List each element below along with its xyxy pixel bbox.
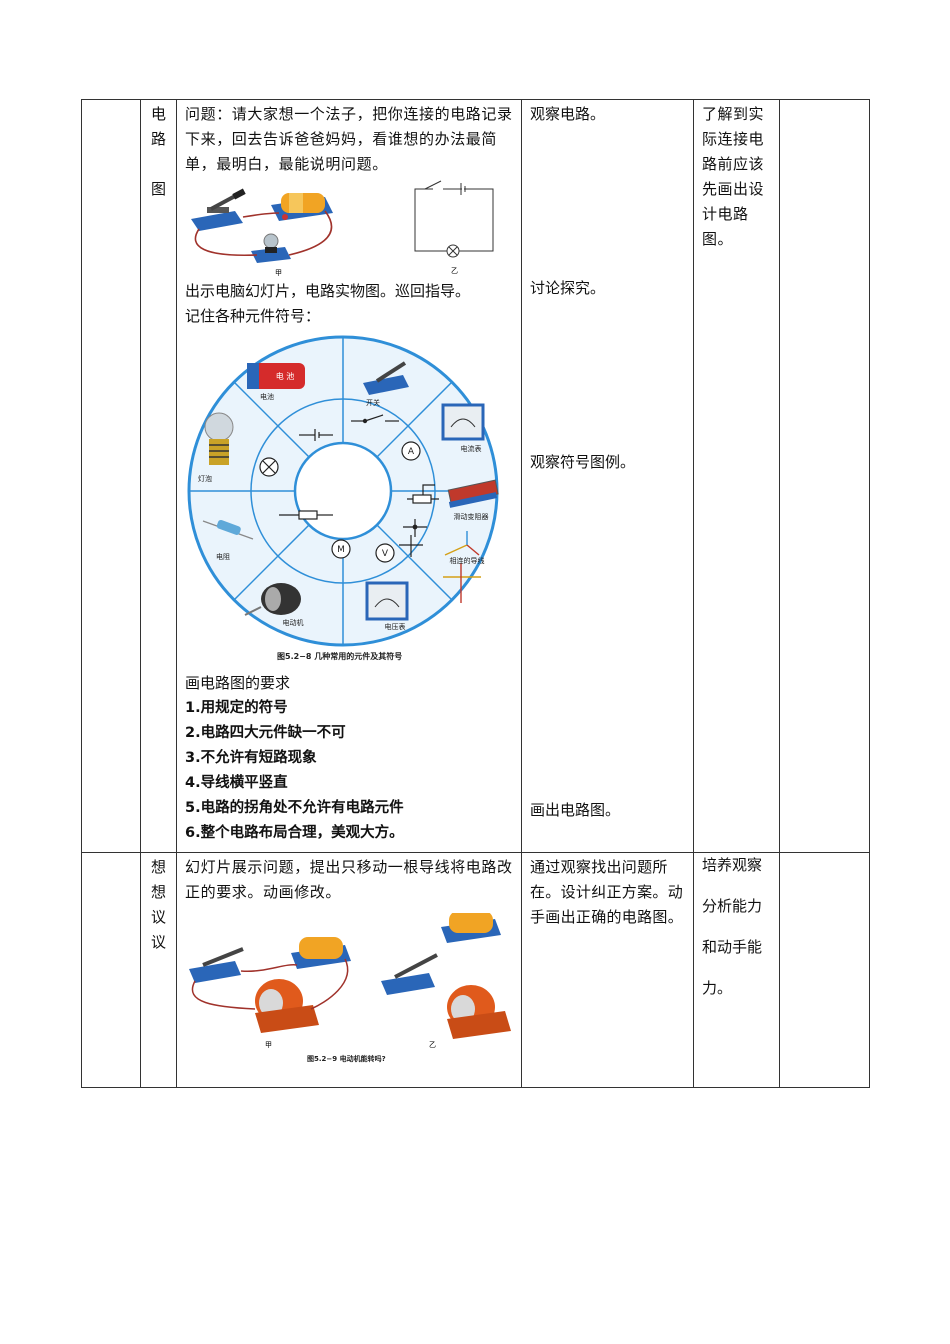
empty-cell-left <box>81 99 141 853</box>
figure-jia: 甲 <box>189 937 351 1049</box>
purpose: 了解到实际连接电路前应该先画出设计电路图。 <box>693 99 780 853</box>
battery-image <box>271 193 333 221</box>
label-joined-wires: 相连的导线 <box>450 556 485 565</box>
student-discuss: 讨论探究。 <box>530 279 606 297</box>
label-bulb: 灯泡 <box>198 474 212 483</box>
para2-line2: 记住各种元件符号： <box>185 307 321 325</box>
motor-figure-caption: 图5.2−9 电动机能转吗? <box>307 1054 386 1063</box>
requirement-5: 5.电路的拐角处不允许有电路元件 <box>185 800 404 816</box>
component-symbol-wheel: A V M 电 池 <box>187 335 499 661</box>
svg-text:M: M <box>337 545 345 555</box>
label-rheostat: 滑动变阻器 <box>454 512 489 521</box>
student-activity-2: 通过观察找出问题所在。设计纠正方案。动手画出正确的电路图。 <box>521 852 694 1088</box>
bulb-image <box>251 233 291 263</box>
label-motor: 电动机 <box>283 618 304 627</box>
label-voltmeter: 电压表 <box>385 622 406 631</box>
student-observe: 观察电路。 <box>530 105 606 123</box>
svg-text:A: A <box>408 447 415 457</box>
student-symbols: 观察符号图例。 <box>530 453 636 471</box>
section-label: 电 路 图 <box>140 99 177 853</box>
requirement-2: 2.电路四大元件缺一不可 <box>185 725 346 741</box>
label-battery: 电池 <box>260 392 274 401</box>
circuit-figure: 甲 乙 <box>191 180 494 277</box>
svg-text:乙: 乙 <box>429 1041 436 1049</box>
motor-circuit-figure: 甲 乙 图5.2−9 电动机能转吗? <box>189 913 511 1063</box>
slide-question: 幻灯片展示问题，提出只移动一根导线将电路改正的要求。动画修改。 <box>185 858 513 901</box>
section-label-2: 想 想 议 议 <box>140 852 177 1088</box>
empty-cell-left-2 <box>81 852 141 1088</box>
student-draw: 画出电路图。 <box>530 801 621 819</box>
svg-text:V: V <box>382 549 389 559</box>
empty-cell-right-2 <box>779 852 870 1088</box>
teacher-activity: 问题：请大家想一个法子，把你连接的电路记录下来，回去告诉爸爸妈妈，看谁想的办法最… <box>176 99 522 853</box>
label-ammeter: 电流表 <box>461 444 482 453</box>
student-activity: 观察电路。 讨论探究。 观察符号图例。 画出电路图。 <box>521 99 694 853</box>
teacher-activity-2: 幻灯片展示问题，提出只移动一根导线将电路改正的要求。动画修改。 <box>176 852 522 1088</box>
empty-cell-right <box>779 99 870 853</box>
purpose-2: 培养观察 分析能力 和动手能 力。 <box>693 852 780 1088</box>
requirement-6: 6.整个电路布局合理，美观大方。 <box>185 825 404 841</box>
figure-yi: 乙 <box>381 913 511 1049</box>
row-circuit-diagram: 电 路 图 问题：请大家想一个法子，把你连接的电路记录下来，回去告诉爸爸妈妈，看… <box>81 99 870 853</box>
fig-label-jia: 甲 <box>275 269 282 277</box>
label-switch: 开关 <box>366 398 380 407</box>
para2-line1: 出示电脑幻灯片，电路实物图。巡回指导。 <box>185 282 471 300</box>
requirement-1: 1.用规定的符号 <box>185 700 288 716</box>
intro-text: 问题：请大家想一个法子，把你连接的电路记录下来，回去告诉爸爸妈妈，看谁想的办法最… <box>185 105 513 173</box>
requirements-title: 画电路图的要求 <box>185 674 291 692</box>
switch-image <box>191 188 246 231</box>
label-resistor: 电阻 <box>216 552 230 561</box>
svg-text:甲: 甲 <box>265 1041 272 1049</box>
requirement-4: 4.导线横平竖直 <box>185 775 288 791</box>
lesson-table: 电 路 图 问题：请大家想一个法子，把你连接的电路记录下来，回去告诉爸爸妈妈，看… <box>81 99 870 1088</box>
requirement-3: 3.不允许有短路现象 <box>185 750 317 766</box>
wheel-caption: 图5.2−8 几种常用的元件及其符号 <box>277 651 402 661</box>
row-think-discuss: 想 想 议 议 幻灯片展示问题，提出只移动一根导线将电路改正的要求。动画修改。 <box>81 852 870 1088</box>
schematic-diagram <box>414 180 494 258</box>
fig-label-yi: 乙 <box>451 267 458 275</box>
svg-text:电 池: 电 池 <box>276 371 295 381</box>
